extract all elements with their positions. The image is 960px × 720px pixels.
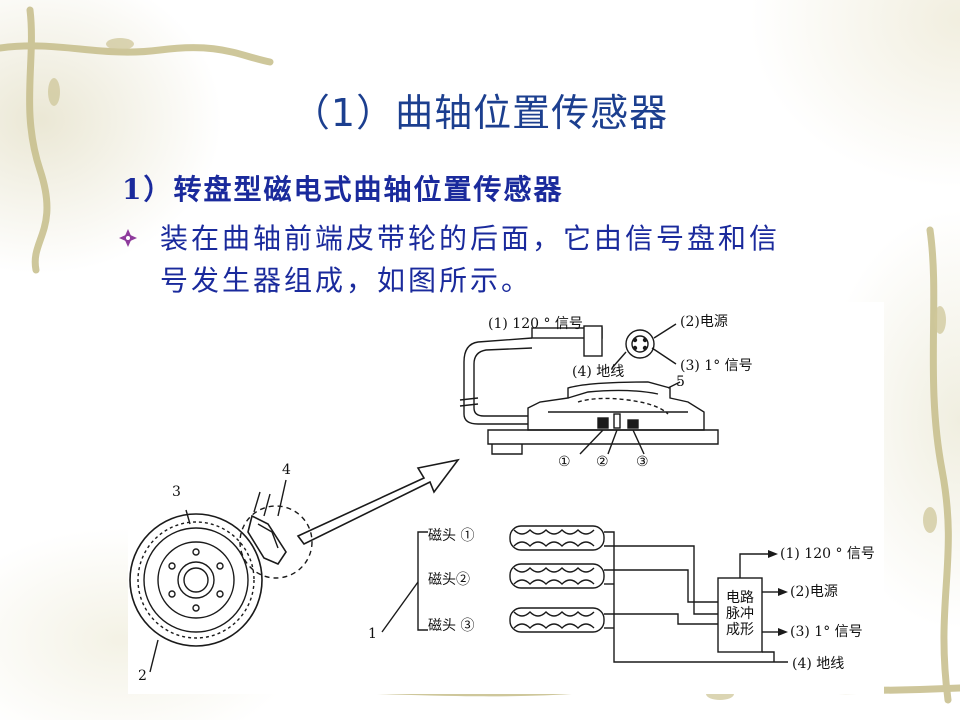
circuit-box-line-1: 电路 bbox=[726, 590, 754, 606]
diagram-drawing bbox=[129, 323, 788, 673]
circled-label-3: ③ bbox=[636, 454, 649, 470]
circled-label-2: ② bbox=[596, 454, 609, 470]
wheel-number-3: 3 bbox=[172, 484, 181, 500]
circuit-box-line-3: 成形 bbox=[726, 622, 754, 638]
section-heading: 1）转盘型磁电式曲轴位置传感器 bbox=[122, 173, 564, 206]
output-label-power: (2)电源 bbox=[790, 584, 838, 600]
head-label-2: 磁头② bbox=[428, 572, 470, 588]
sensor-number-4: 4 bbox=[282, 462, 291, 478]
circuit-box-line-2: 脉冲 bbox=[726, 606, 754, 622]
head-label-3: 磁头 ③ bbox=[428, 618, 475, 634]
bullet-line-1: 装在曲轴前端皮带轮的后面，它由信号盘和信 bbox=[160, 222, 781, 255]
slide-title: （1）曲轴位置传感器 bbox=[291, 91, 669, 135]
bullet-line-2: 号发生器组成，如图所示。 bbox=[160, 264, 533, 297]
circled-label-1: ① bbox=[558, 454, 571, 470]
wheel-number-2: 2 bbox=[138, 668, 147, 684]
head-label-1: 磁头 ① bbox=[428, 528, 475, 544]
output-label-ground: (4) 地线 bbox=[792, 656, 845, 672]
connector-label-power: (2)电源 bbox=[680, 314, 728, 330]
head-group-number-1: 1 bbox=[368, 626, 377, 642]
diamond-bullet-icon bbox=[119, 229, 137, 247]
output-label-1-signal: (3) 1° 信号 bbox=[790, 624, 863, 640]
sensor-diagram: (1) 120 ° 信号 (2)电源 (3) 1° 信号 (4) 地线 5 ① … bbox=[128, 302, 884, 694]
part-number-5: 5 bbox=[676, 374, 685, 390]
bullet-text: 装在曲轴前端皮带轮的后面，它由信号盘和信 号发生器组成，如图所示。 bbox=[160, 218, 910, 302]
pulse-circuit-box: 电路 脉冲 成形 bbox=[720, 590, 760, 638]
connector-label-120-signal: (1) 120 ° 信号 bbox=[488, 316, 583, 332]
connector-label-1-signal: (3) 1° 信号 bbox=[680, 358, 753, 374]
connector-label-ground: (4) 地线 bbox=[572, 364, 625, 380]
output-label-120-signal: (1) 120 ° 信号 bbox=[780, 546, 875, 562]
